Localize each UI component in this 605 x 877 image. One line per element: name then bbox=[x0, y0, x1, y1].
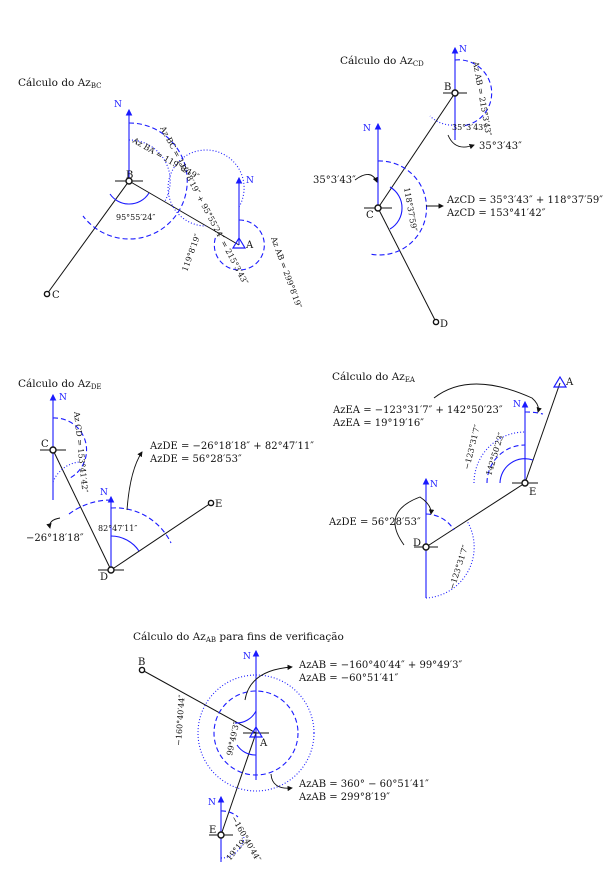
panel-az-cd: Cálculo do AzCD N N Az AB = 215°3′43″ 35… bbox=[313, 45, 603, 330]
point-d-4 bbox=[422, 543, 430, 551]
svg-text:N: N bbox=[363, 124, 371, 134]
line-c-d-3 bbox=[52, 449, 112, 571]
line-a-e-5 bbox=[220, 732, 257, 836]
panel-az-de: Cálculo do AzDE N N Az CD = 153°41′42″ 8… bbox=[18, 378, 314, 583]
az-ea-neg-label: −123°31′7″ bbox=[462, 424, 482, 471]
station-a-triangle bbox=[231, 236, 247, 249]
station-a-triangle-5 bbox=[248, 725, 264, 738]
angle-label-c: 118°37′59″ bbox=[402, 187, 419, 232]
panel-az-ea: Cálculo do AzEA N N −123°31′7″ 142°50′23… bbox=[328, 371, 574, 599]
callout-b: 35°3′43″ bbox=[479, 141, 522, 152]
svg-text:D: D bbox=[100, 572, 108, 583]
formula-de-1: AzDE = −26°18′18″ + 82°47′11″ bbox=[149, 441, 314, 452]
callout-d4: AzDE = 56°28′53″ bbox=[328, 517, 421, 528]
panel-title-az-ea: Cálculo do AzEA bbox=[332, 371, 416, 384]
az-ba-arc bbox=[128, 139, 171, 202]
panel-title-az-de: Cálculo do AzDE bbox=[18, 378, 102, 391]
formula-ab-3: AzAB = 360° − 60°51′41″ bbox=[298, 779, 429, 790]
az-ab-neg-circle bbox=[197, 674, 315, 792]
formula-de-2: AzDE = 56°28′53″ bbox=[149, 454, 242, 465]
az-de-arc bbox=[110, 507, 172, 544]
angle-label-e: 142°50′23″ bbox=[484, 431, 506, 476]
line-e-a bbox=[524, 382, 561, 484]
svg-text:E: E bbox=[209, 825, 216, 836]
svg-text:E: E bbox=[529, 487, 536, 498]
svg-text:19°19′: 19°19′ bbox=[225, 836, 249, 862]
svg-text:N: N bbox=[59, 393, 67, 403]
az-ab-minus-label: 119°8′19″ bbox=[180, 233, 202, 273]
formula-ab-4: AzAB = 299°8′19″ bbox=[298, 792, 390, 803]
panel-az-ab: Cálculo do AzAB para fins de verificação… bbox=[133, 631, 463, 863]
svg-text:D: D bbox=[440, 319, 448, 330]
svg-text:A: A bbox=[259, 738, 268, 749]
az-ab-arc bbox=[213, 219, 265, 271]
point-e-5 bbox=[217, 831, 225, 839]
angle-arc-e bbox=[499, 458, 534, 484]
line-b-c bbox=[377, 92, 456, 209]
formula-ea-2: AzEA = 19°19′16″ bbox=[332, 418, 424, 429]
point-d-3 bbox=[107, 566, 115, 574]
callout-c3: −26°18′18″ bbox=[26, 533, 84, 544]
station-a-triangle-4 bbox=[552, 375, 568, 388]
svg-text:N: N bbox=[430, 480, 438, 490]
svg-text:N: N bbox=[100, 488, 108, 498]
svg-text:D: D bbox=[413, 538, 421, 549]
az-ea-neg-arc bbox=[473, 431, 526, 484]
point-e-4 bbox=[521, 479, 529, 487]
az-bc-arc bbox=[82, 122, 188, 240]
svg-text:A: A bbox=[565, 377, 574, 388]
callout-c: 35°3′43″ bbox=[313, 175, 356, 186]
formula-ea-1: AzEA = −123°31′7″ + 142°50′23″ bbox=[332, 405, 503, 416]
line-c-d bbox=[377, 207, 437, 323]
line-d-e bbox=[110, 502, 212, 571]
panel-az-bc: Cálculo do AzBC N N 95°55′24″ Az BC = 11… bbox=[18, 77, 303, 309]
svg-text:B: B bbox=[126, 170, 133, 181]
svg-text:C: C bbox=[52, 290, 60, 301]
north-label-a: N bbox=[246, 176, 254, 186]
svg-text:N: N bbox=[243, 652, 251, 662]
point-d bbox=[432, 318, 440, 326]
az-cd-arc-3 bbox=[52, 417, 88, 479]
angle-arc-b bbox=[109, 193, 130, 205]
north-label-b: N bbox=[114, 100, 122, 110]
svg-text:E: E bbox=[215, 499, 222, 510]
point-b-2 bbox=[451, 89, 459, 97]
point-b-5 bbox=[138, 666, 146, 674]
svg-text:N: N bbox=[208, 798, 216, 808]
az-ba-arc-2 bbox=[454, 59, 493, 127]
point-c-2 bbox=[374, 204, 382, 212]
line-d-e-4 bbox=[425, 482, 526, 548]
panel-title-az-bc: Cálculo do AzBC bbox=[18, 77, 101, 90]
svg-text:N: N bbox=[513, 400, 521, 410]
formula-ab-2: AzAB = −60°51′41″ bbox=[298, 673, 399, 684]
panel-title-az-ab: Cálculo do AzAB para fins de verificação bbox=[133, 631, 344, 644]
svg-text:C: C bbox=[366, 210, 374, 221]
formula-cd-2: AzCD = 153°41′42″ bbox=[446, 208, 546, 219]
az-ab-neg-label: −160°40′44″ bbox=[174, 694, 187, 746]
az-ab-label: Az AB = 299°8′19″ bbox=[269, 235, 304, 310]
formula-cd-1: AzCD = 35°3′43″ + 118°37′59″ bbox=[446, 195, 603, 206]
point-c bbox=[43, 290, 51, 298]
svg-text:B: B bbox=[444, 82, 451, 93]
line-b-a bbox=[128, 180, 240, 246]
az-cd-label-3: Az CD = 153°41′42″ bbox=[72, 410, 90, 493]
angle-label-b: 95°55′24″ bbox=[116, 213, 155, 222]
point-c-3 bbox=[49, 446, 57, 454]
angle-label-a: 99°49′3″ bbox=[225, 721, 241, 756]
svg-text:B: B bbox=[138, 657, 145, 668]
svg-text:N: N bbox=[459, 45, 467, 55]
svg-text:C: C bbox=[41, 439, 49, 450]
panel-title-az-cd: Cálculo do AzCD bbox=[340, 55, 424, 68]
angle-label-d: 82°47′11″ bbox=[98, 524, 137, 533]
svg-text:A: A bbox=[245, 240, 254, 251]
formula-ab-1: AzAB = −160°40′44″ + 99°49′3″ bbox=[298, 660, 463, 671]
point-e bbox=[207, 499, 215, 507]
az-ab-circle bbox=[213, 690, 299, 776]
point-b bbox=[125, 177, 133, 185]
svg-text:35°3′43″: 35°3′43″ bbox=[452, 123, 486, 132]
